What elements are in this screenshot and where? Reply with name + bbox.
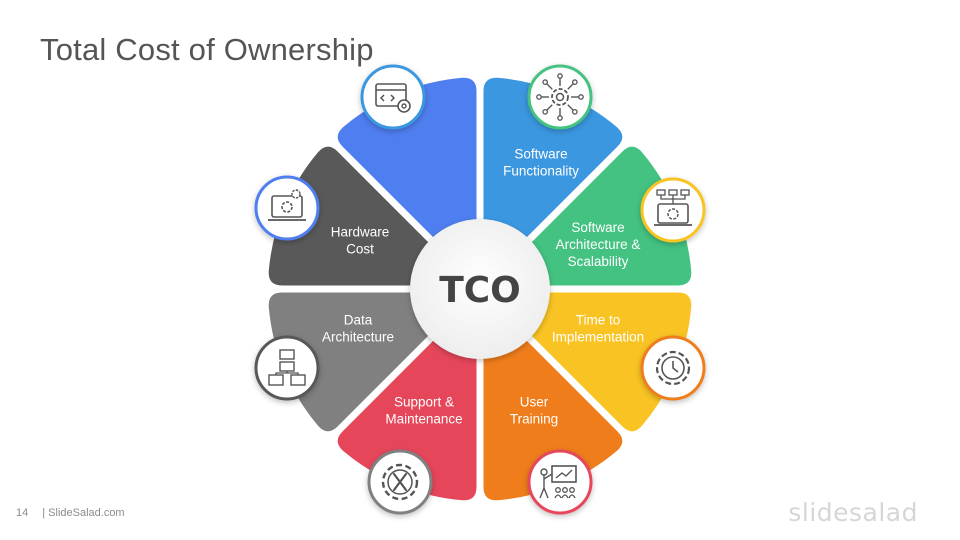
center-hub: TCO [410,219,550,359]
laptop-hierarchy-icon [640,177,706,243]
gear-network-icon [527,64,593,130]
segment-shape [337,333,477,501]
segment-label-line: Data [344,313,373,328]
segment-shape [524,292,692,432]
page-number: 14 [16,507,29,519]
segment-label: Time to Implementation [552,313,644,345]
segment-shape [483,333,623,501]
segment-label-line: Time to [576,313,621,328]
segment-shape [524,146,692,286]
gear-clock-icon [640,335,706,401]
source-link[interactable]: | SlideSalad.com [42,507,125,519]
footer: 14 | SlideSalad.com [16,507,125,519]
segment-label-line: Architecture [322,330,394,345]
laptop-gear-icon [254,175,320,241]
gear-wrench-icon [367,449,433,515]
segment-label-line: User [520,395,549,410]
segment-label-line: Implementation [552,330,644,345]
segment-label-line: Architecture & [556,237,641,252]
segment-label-line: Scalability [568,254,629,269]
center-label: TCO [439,270,521,311]
presentation-board-icon [527,449,593,515]
segment-label-line: Software [514,147,567,162]
segment-support-maintenance: Support & Maintenance [268,292,463,432]
segment-label-line: Software [571,220,624,235]
segment-shape [268,292,436,432]
segment-label-line: Functionality [503,164,579,179]
brand-logo: slidesalad [788,498,918,527]
data-blocks-icon [254,335,320,401]
segment-shape [268,146,436,286]
code-window-icon [360,64,426,130]
segment-label-line: Training [510,412,558,427]
segment-label: Support & Maintenance [385,395,462,427]
segment-time-to-implementation: Time to Implementation [483,313,644,501]
segment-label-line: Hardware [331,225,390,240]
segment-label-line: Support & [394,395,454,410]
segment-label-line: Maintenance [385,412,462,427]
segment-label-line: Cost [346,242,374,257]
slide-title: Total Cost of Ownership [40,32,374,67]
segment-shape [483,77,623,245]
